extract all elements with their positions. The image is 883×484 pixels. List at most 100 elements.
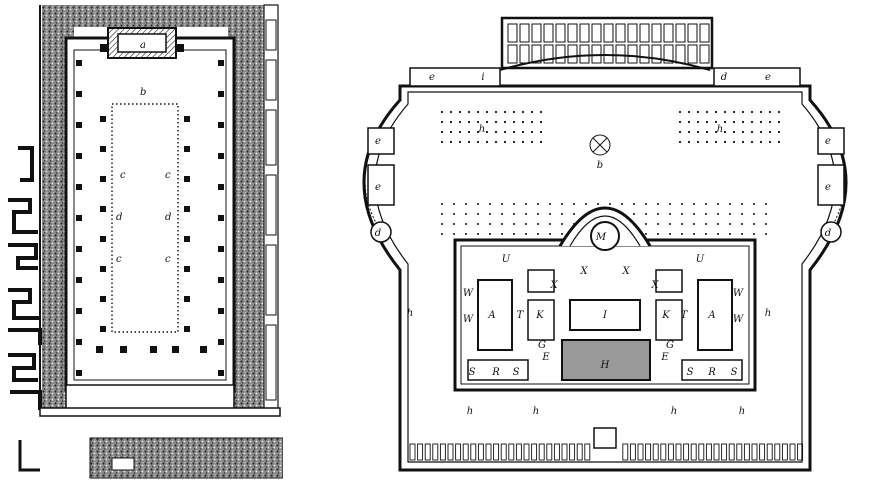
plan-label: M	[595, 232, 607, 243]
plan-label: c	[116, 254, 122, 265]
column-marker	[184, 266, 190, 272]
plan-label: d	[116, 212, 122, 223]
plan-label: d	[375, 228, 381, 239]
plan-label: R	[707, 367, 716, 378]
plan-label: e	[825, 182, 831, 193]
column-marker	[100, 116, 106, 122]
plan-label: K	[535, 310, 544, 321]
top-shrine	[100, 27, 184, 59]
plan-label: h	[671, 406, 677, 417]
plan-label: S	[513, 367, 520, 378]
column-marker	[76, 277, 82, 283]
column-marker	[96, 346, 103, 353]
column-marker	[100, 176, 106, 182]
column-marker	[76, 246, 82, 252]
courtyard	[64, 36, 236, 392]
column-marker	[218, 246, 224, 252]
plan-label: S	[687, 367, 694, 378]
plan-label: H	[600, 360, 610, 371]
column-marker	[150, 346, 157, 353]
column-marker	[218, 308, 224, 314]
plan-label: W	[463, 288, 474, 299]
plan-label: h	[479, 124, 485, 135]
plan-label: d	[721, 72, 727, 83]
plan-label: S	[731, 367, 738, 378]
column-grid	[76, 60, 224, 376]
column-marker	[184, 326, 190, 332]
column-marker	[218, 339, 224, 345]
plan-label: c	[165, 254, 171, 265]
column-marker	[100, 146, 106, 152]
column-marker	[76, 60, 82, 66]
plan-label: h	[717, 124, 723, 135]
column-marker	[100, 236, 106, 242]
plan-label: A	[487, 310, 495, 321]
plan-label: h	[533, 406, 539, 417]
column-marker	[218, 153, 224, 159]
plan-label: X	[549, 280, 558, 291]
plan-label: E	[541, 352, 550, 363]
plan-label: R	[491, 367, 500, 378]
plan-label: d	[165, 212, 171, 223]
column-marker	[218, 277, 224, 283]
plan-label: T	[681, 310, 689, 321]
plan-label: K	[661, 310, 670, 321]
column-marker	[184, 236, 190, 242]
column-marker	[172, 346, 179, 353]
plan-label: X	[579, 266, 588, 277]
column-marker	[100, 206, 106, 212]
column-marker	[76, 339, 82, 345]
central-circle-mark	[589, 134, 611, 156]
plan-label: c	[165, 170, 171, 181]
plan-label: c	[120, 170, 126, 181]
column-marker	[76, 308, 82, 314]
column-marker	[218, 215, 224, 221]
plan-label: E	[660, 352, 669, 363]
plan-label: h	[765, 308, 771, 319]
plan-label: U	[502, 254, 511, 265]
plan-label: h	[467, 406, 473, 417]
plan-label: W	[463, 314, 474, 325]
column-marker	[76, 122, 82, 128]
plan-label: e	[429, 72, 435, 83]
column-marker	[184, 296, 190, 302]
right-building-cells	[265, 19, 277, 401]
plan-label: b	[597, 160, 603, 171]
plan-label: i	[481, 72, 484, 83]
plan-label: I	[602, 310, 608, 321]
column-marker	[76, 184, 82, 190]
column-marker	[76, 91, 82, 97]
plan-label: G	[538, 340, 546, 351]
column-marker	[184, 176, 190, 182]
left-plan-drawing: a b c c d d c c	[8, 4, 283, 479]
column-marker	[76, 370, 82, 376]
column-marker	[218, 184, 224, 190]
cistern-building	[500, 16, 714, 70]
plan-label: h	[407, 308, 413, 319]
plan-label: b	[140, 87, 146, 98]
perimeter-shops	[409, 443, 804, 461]
column-marker	[100, 296, 106, 302]
plan-label: A	[707, 310, 715, 321]
top-wall-mass	[42, 5, 264, 27]
plan-label: e	[375, 136, 381, 147]
plan-label: W	[733, 288, 744, 299]
plan-label: S	[469, 367, 476, 378]
plan-label: G	[666, 340, 674, 351]
plan-label: e	[765, 72, 771, 83]
plan-label: X	[621, 266, 630, 277]
plan-label: T	[517, 310, 525, 321]
left-street-blocks	[8, 146, 42, 410]
column-marker	[184, 206, 190, 212]
plan-label: e	[375, 182, 381, 193]
left-plan-figure: a b c c d d c c	[0, 0, 283, 484]
column-marker	[218, 60, 224, 66]
inner-colonnade	[111, 103, 179, 333]
plan-label: X	[650, 280, 659, 291]
plan-label: a	[140, 40, 146, 51]
column-marker	[200, 346, 207, 353]
plan-label: e	[825, 136, 831, 147]
plan-label: U	[696, 254, 705, 265]
